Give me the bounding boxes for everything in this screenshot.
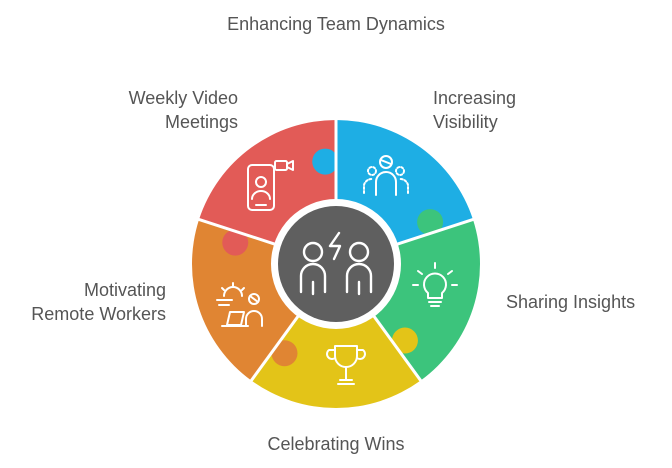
- team-people-icon: [363, 155, 409, 196]
- lightbulb-icon: [412, 262, 458, 307]
- label-motivating-remote-workers: Motivating Remote Workers: [6, 278, 166, 326]
- puzzle-knob: [271, 340, 298, 367]
- two-people-lightning-icon: [299, 231, 373, 296]
- puzzle-knob: [417, 209, 444, 236]
- segment-divider: [249, 309, 304, 383]
- label-weekly-video-meetings: Weekly Video Meetings: [88, 86, 238, 134]
- label-celebrating-wins: Celebrating Wins: [236, 432, 436, 456]
- segment-divider: [197, 217, 283, 248]
- remote-worker-laptop-icon: [216, 282, 263, 327]
- video-call-phone-icon: [247, 160, 294, 211]
- label-line: Motivating: [83, 280, 166, 300]
- label-line: Weekly Video: [128, 88, 238, 108]
- segment-divider: [389, 217, 475, 248]
- label-increasing-visibility: Increasing Visibility: [433, 86, 583, 134]
- label-line: Increasing: [433, 88, 517, 108]
- label-line: Remote Workers: [31, 304, 166, 324]
- label-line: Celebrating Wins: [267, 434, 405, 454]
- center-hub: [278, 206, 394, 322]
- label-line: Sharing Insights: [506, 292, 636, 312]
- puzzle-knob: [391, 327, 418, 354]
- diagram-title: Enhancing Team Dynamics: [227, 14, 445, 34]
- puzzle-knob: [222, 229, 249, 256]
- label-line: Visibility: [433, 112, 498, 132]
- trophy-icon: [326, 345, 366, 385]
- segment-divider: [368, 309, 423, 383]
- puzzle-knob: [312, 148, 339, 175]
- label-line: Meetings: [164, 112, 238, 132]
- label-sharing-insights: Sharing Insights: [506, 290, 666, 314]
